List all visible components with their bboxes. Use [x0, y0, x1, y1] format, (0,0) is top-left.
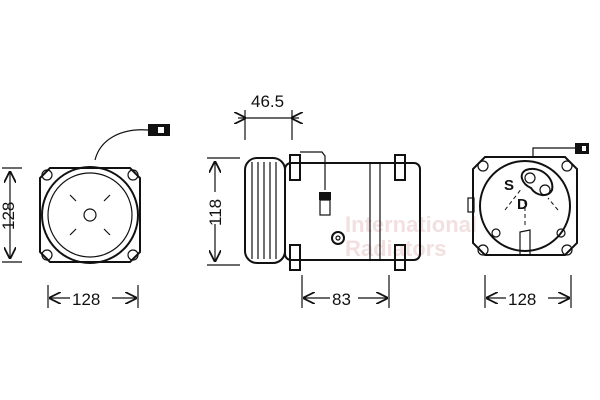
- suction-port-label: S: [504, 177, 514, 194]
- side-length-dim: 83: [332, 290, 351, 309]
- discharge-port-label: D: [517, 196, 528, 213]
- svg-text:International: International: [345, 212, 477, 237]
- front-view: 128 128: [0, 124, 170, 309]
- pulley-dim: 46.5: [251, 92, 284, 111]
- front-width-dim: 128: [72, 290, 100, 309]
- side-height-dim: 118: [206, 199, 225, 226]
- rear-width-dim: 128: [508, 290, 536, 309]
- side-view: 46.5 118 83: [205, 92, 421, 309]
- rear-view: S D 128: [467, 143, 589, 309]
- watermark: International Radiators: [345, 212, 477, 261]
- front-height-dim: 128: [0, 202, 18, 230]
